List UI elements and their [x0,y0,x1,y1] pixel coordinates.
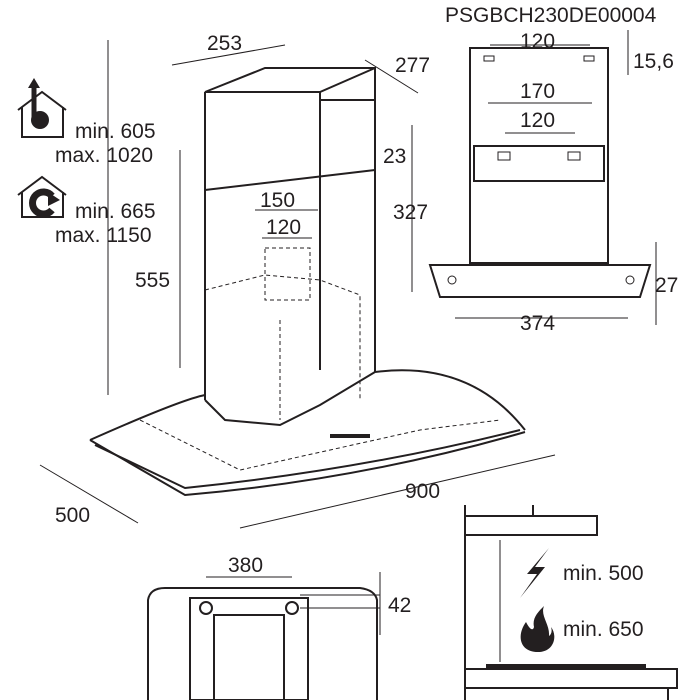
dim-hole-spacing: 380 [228,554,263,577]
dim-bracket-outer: 170 [520,80,555,103]
extraction-min: min. 605 [75,120,156,143]
dim-base-hole-spacing: 374 [520,312,555,335]
clearance-gas: min. 650 [563,618,644,641]
dim-bracket-inner: 120 [520,109,555,132]
dim-chimney-depth: 277 [395,54,430,77]
dim-bracket-offset: 23 [383,145,406,168]
main-dimensions [39,40,556,529]
hood-drawing [89,67,526,497]
dim-chimney-width: 253 [207,32,242,55]
dim-hood-depth: 500 [55,504,90,527]
flame-icon [520,606,555,652]
clearance-drawing [464,505,678,700]
ducted-extraction-icon [17,78,67,138]
dim-base-height: 27 [655,274,678,297]
lightning-icon [520,548,549,598]
bracket-drawing [411,30,657,325]
dim-hood-width: 900 [405,480,440,503]
dim-top-offset: 15,6 [633,50,674,73]
recirculation-max: max. 1150 [55,224,152,247]
recirculation-icon [17,175,67,218]
dim-bracket-height: 327 [393,201,428,224]
model-code: PSGBCH230DE00004 [445,4,657,27]
extraction-max: max. 1020 [55,144,153,167]
dim-duct-outer: 150 [260,189,295,212]
dim-hole-height: 42 [388,594,411,617]
dim-duct-inner: 120 [266,216,301,239]
dim-top-spacing: 120 [520,30,555,53]
rear-view-drawing [147,572,381,700]
recirculation-min: min. 665 [75,200,156,223]
dim-chimney-height: 555 [135,269,170,292]
clearance-electric: min. 500 [563,562,644,585]
